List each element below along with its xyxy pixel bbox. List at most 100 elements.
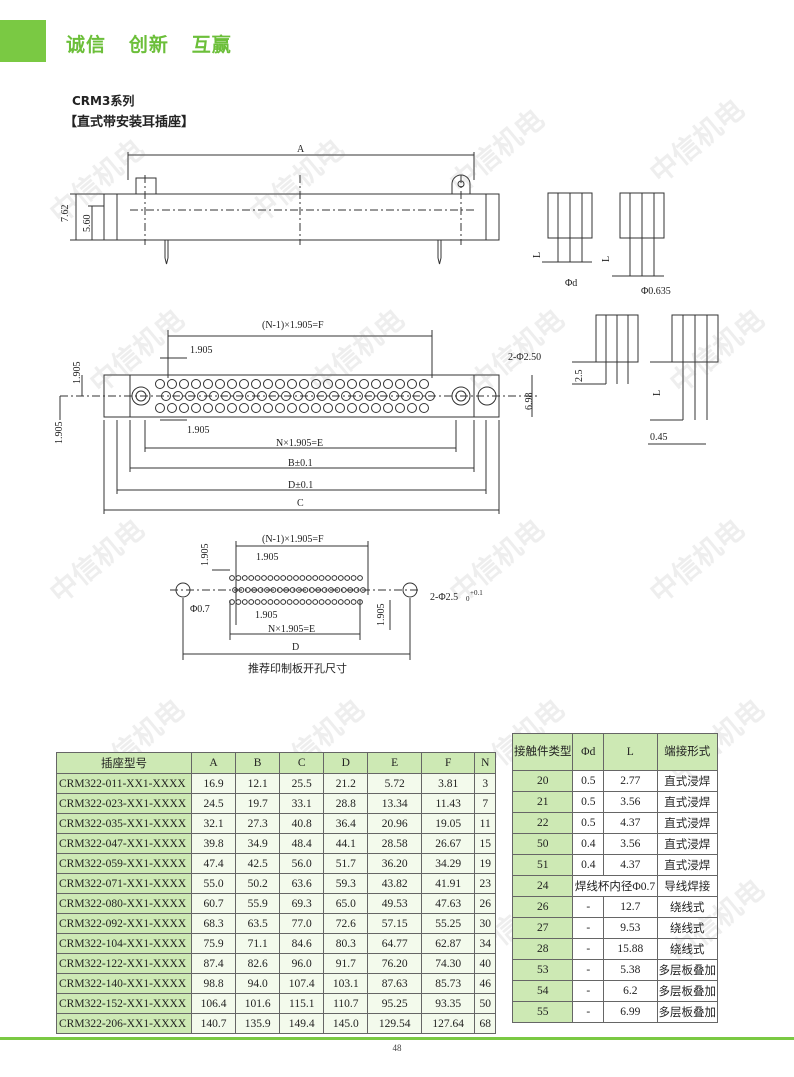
contact-hole (191, 379, 201, 389)
model-cell: CRM322-140-XX1-XXXX (56, 973, 192, 994)
contact-spec-cell: 导线焊接 (656, 875, 718, 897)
contact-spec-cell: 多层板叠加 (656, 959, 718, 981)
pcb-hole (325, 599, 331, 605)
pcb-caption: 推荐印制板开孔尺寸 (248, 661, 347, 675)
dimension-cell: 12.1 (235, 773, 281, 794)
pcb-hole (254, 575, 261, 581)
contact-table-header-cell: 接触件类型 (511, 733, 574, 771)
dimension-cell: 27.3 (235, 813, 281, 834)
dimension-cell: 34 (474, 933, 496, 954)
contact-hole (371, 403, 381, 413)
product-subtitle: 【直式带安装耳插座】 (64, 115, 195, 130)
contact-hole (395, 379, 405, 389)
pcb-hole (273, 599, 280, 605)
contact-table-header-cell: 端接形式 (656, 733, 718, 771)
contact-spec-cell: 0.5 (572, 812, 605, 834)
pcb-hole-grid (229, 575, 366, 605)
dimension-cell: 26 (474, 893, 496, 914)
dimension-cell: 24.5 (190, 793, 237, 814)
contact-spec-cell: 0.4 (572, 833, 605, 855)
contact-hole (347, 379, 357, 389)
contact-spec-cell: - (572, 1001, 605, 1023)
dimension-cell: 46 (474, 973, 496, 994)
contact-spec-cell: - (572, 917, 605, 939)
dim-b: B±0.1 (288, 458, 313, 469)
dimension-cell: 23 (474, 873, 496, 894)
pcb-hole (312, 599, 319, 605)
contact-spec-cell: 直式浸焊 (656, 854, 718, 876)
contact-spec-cell: 绕线式 (656, 917, 718, 939)
pcb-hole (299, 599, 306, 605)
contact-hole (179, 379, 189, 389)
dimension-cell: 49.53 (367, 893, 422, 914)
contact-spec-cell: 多层板叠加 (656, 980, 718, 1002)
model-cell: CRM322-059-XX1-XXXX (56, 853, 192, 874)
dim-1905-top: 1.905 (190, 345, 213, 356)
pcb-hole (241, 599, 248, 605)
pcb-hole (337, 599, 344, 605)
contact-spec-cell: 9.53 (603, 917, 658, 939)
dimension-cell: 68 (474, 1013, 496, 1034)
dimension-cell: 21.2 (323, 773, 369, 794)
model-cell: CRM322-104-XX1-XXXX (56, 933, 192, 954)
dimension-cell: 145.0 (323, 1013, 369, 1034)
pcb-hole (267, 575, 274, 581)
dimension-cell: 91.7 (323, 953, 369, 974)
contact-spec-cell: 直式浸焊 (656, 812, 718, 834)
dimension-cell: 28.58 (367, 833, 422, 854)
dimension-table-header-cell: D (323, 752, 369, 774)
contact-spec-cell: - (572, 896, 605, 918)
dimension-cell: 68.3 (190, 913, 237, 934)
contact-table-header-cell: L (603, 733, 658, 771)
contact-spec-cell: 0.5 (572, 770, 605, 792)
model-cell: CRM322-047-XX1-XXXX (56, 833, 192, 854)
dimension-cell: 129.54 (367, 1013, 422, 1034)
dimension-table-header-cell: E (367, 752, 422, 774)
dim-l-1: L (532, 252, 543, 258)
contact-type-cell: 26 (511, 896, 574, 918)
contact-spec-cell: 绕线式 (656, 896, 718, 918)
pcb-hole (299, 575, 306, 581)
dimension-cell: 42.5 (235, 853, 281, 874)
contact-spec-cell: 6.2 (603, 980, 658, 1002)
contact-hole (203, 403, 213, 413)
pcb-hole (241, 575, 248, 581)
contact-type-cell: 22 (511, 812, 574, 834)
pcb-hole (344, 575, 351, 581)
dimension-cell: 77.0 (279, 913, 325, 934)
dim-25: 2.5 (574, 370, 585, 383)
dimension-cell: 85.73 (420, 973, 476, 994)
pcb-dim-1905-mid: 1.905 (255, 610, 278, 621)
contact-spec-cell: 多层板叠加 (656, 1001, 718, 1023)
dimension-cell: 87.4 (190, 953, 237, 974)
dimension-cell: 11 (474, 813, 496, 834)
pcb-hole (286, 599, 293, 605)
contact-spec-cell: 3.56 (603, 791, 658, 813)
dimension-cell: 57.15 (367, 913, 422, 934)
dimension-cell: 80.3 (323, 933, 369, 954)
dimension-cell: 63.5 (235, 913, 281, 934)
contact-type-cell: 50 (511, 833, 574, 855)
contact-spec-cell: - (572, 938, 605, 960)
contact-spec-cell: 直式浸焊 (656, 833, 718, 855)
side-view (70, 152, 500, 265)
model-cell: CRM322-071-XX1-XXXX (56, 873, 192, 894)
dim-phi250: 2-Φ2.50 (508, 352, 541, 363)
contact-hole (191, 403, 201, 413)
model-cell: CRM322-011-XX1-XXXX (56, 773, 192, 794)
dim-045: 0.45 (650, 432, 668, 443)
dim-1905-leftlow: 1.905 (54, 422, 65, 445)
contact-spec-cell: 6.99 (603, 1001, 658, 1023)
dimension-cell: 56.0 (279, 853, 325, 874)
dimension-cell: 30 (474, 913, 496, 934)
